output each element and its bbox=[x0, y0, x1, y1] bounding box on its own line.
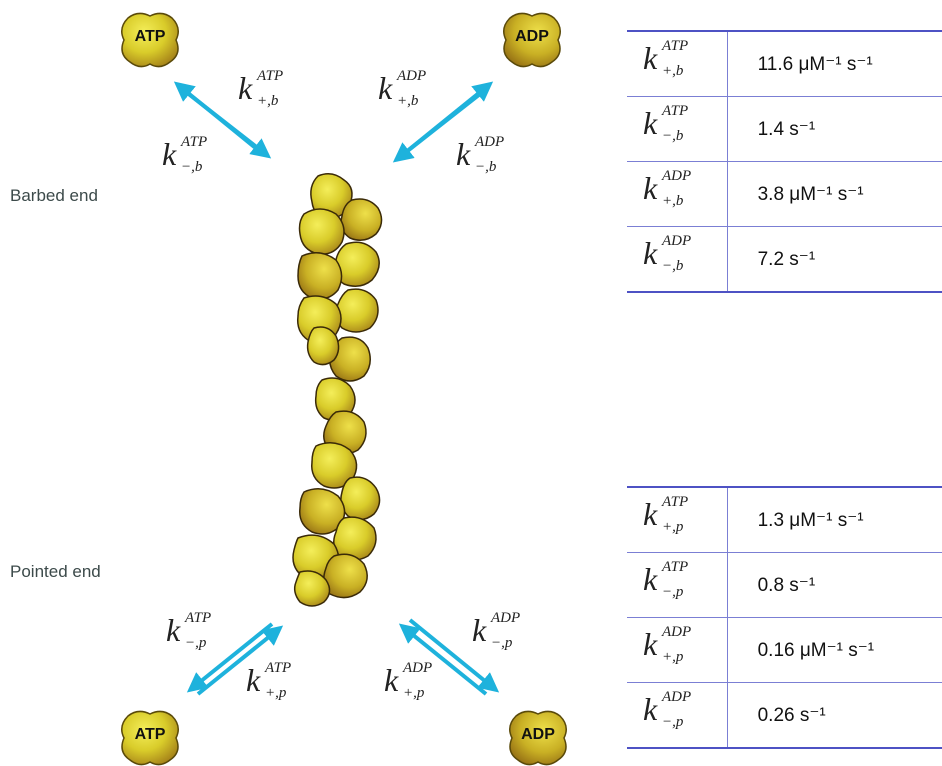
arrow-adp-barbed-on bbox=[392, 92, 482, 163]
rate-value: 0.8 s⁻¹ bbox=[727, 552, 942, 618]
arrow-adp-pointed-on bbox=[398, 623, 488, 696]
barbed-end-label: Barbed end bbox=[10, 186, 98, 205]
atp-text: ATP bbox=[134, 28, 166, 45]
arrow-atp-pointed-on bbox=[196, 625, 284, 696]
rate-value: 0.26 s⁻¹ bbox=[727, 682, 942, 749]
rate-value: 11.6 μM⁻¹ s⁻¹ bbox=[727, 30, 942, 97]
diagram-graphics bbox=[173, 81, 500, 696]
arrow-pair-bottom-left bbox=[186, 622, 284, 696]
adp-text: ADP bbox=[515, 28, 549, 45]
rate-value: 1.4 s⁻¹ bbox=[727, 96, 942, 162]
atp-blob-icon bbox=[121, 12, 179, 68]
arrow-atp-barbed-off bbox=[173, 81, 260, 152]
arrow-adp-pointed-off bbox=[408, 618, 500, 693]
pointed-end-label: Pointed end bbox=[10, 562, 101, 581]
rate-value: 3.8 μM⁻¹ s⁻¹ bbox=[727, 161, 942, 227]
arrow-pair-bottom-right bbox=[398, 618, 500, 696]
adp-blob-icon bbox=[503, 12, 561, 68]
atp-molecule-top: ATP bbox=[118, 10, 182, 68]
rate-value: 0.16 μM⁻¹ s⁻¹ bbox=[727, 617, 942, 683]
adp-molecule-bottom: ADP bbox=[506, 708, 570, 766]
actin-filament bbox=[292, 173, 383, 607]
atp-blob-icon bbox=[121, 710, 179, 766]
adp-molecule-top: ADP bbox=[500, 10, 564, 68]
adp-blob-icon bbox=[509, 710, 567, 766]
atp-text: ATP bbox=[134, 726, 166, 743]
rate-value: 7.2 s⁻¹ bbox=[727, 226, 942, 293]
arrow-pair-top-left bbox=[173, 81, 272, 159]
atp-molecule-bottom: ATP bbox=[118, 708, 182, 766]
adp-text: ADP bbox=[521, 726, 555, 743]
arrow-pair-top-right bbox=[392, 81, 494, 163]
rate-value: 1.3 μM⁻¹ s⁻¹ bbox=[727, 486, 942, 553]
arrow-atp-pointed-off bbox=[186, 622, 274, 693]
